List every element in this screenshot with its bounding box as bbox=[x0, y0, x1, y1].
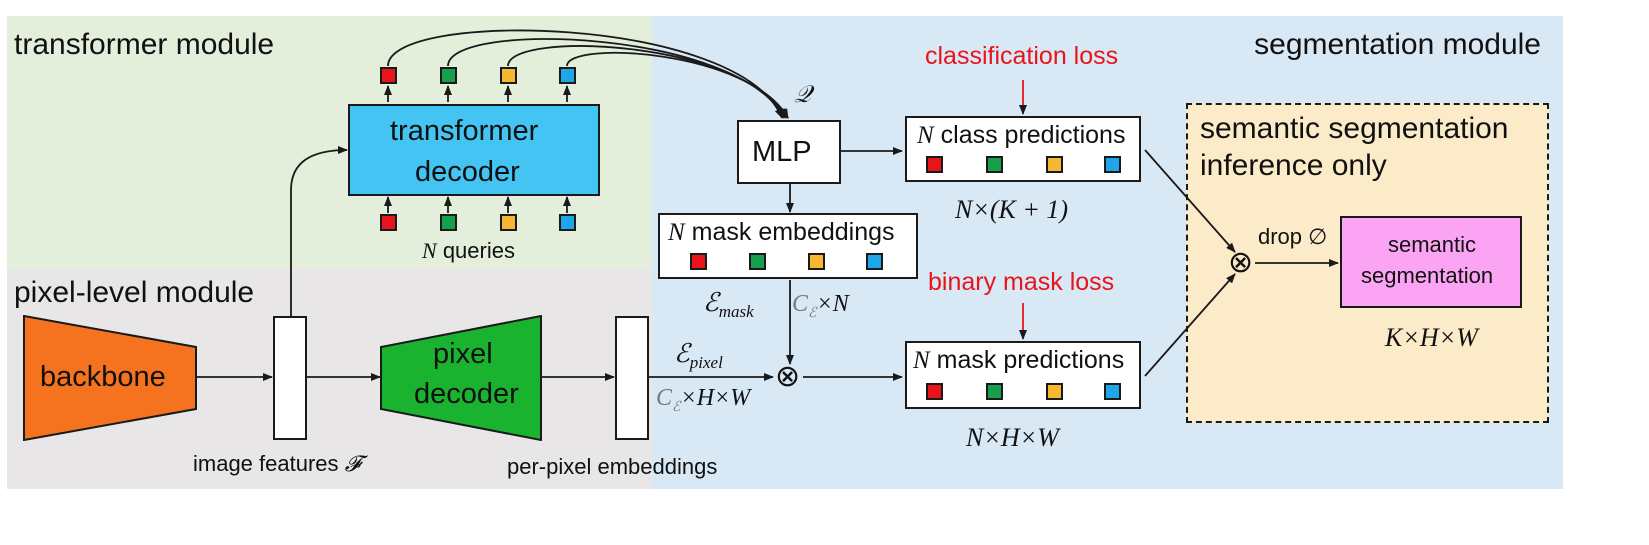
segmentation-module-title: segmentation module bbox=[1254, 28, 1541, 61]
class-predictions-block bbox=[905, 116, 1141, 182]
mlp-label: MLP bbox=[752, 136, 812, 168]
inference-title-line2: inference only bbox=[1200, 149, 1387, 182]
arrow-mask-to-semantic-product bbox=[1144, 273, 1236, 377]
classification-loss-label: classification loss bbox=[925, 42, 1119, 70]
image-features-symbol: 𝓕 bbox=[344, 451, 361, 476]
mask-pred-square-1 bbox=[926, 383, 943, 400]
image-features-block bbox=[273, 316, 307, 440]
transformer-decoder-block bbox=[348, 104, 600, 196]
mask-embedding-square-3 bbox=[808, 253, 825, 270]
mask-pred-square-3 bbox=[1046, 383, 1063, 400]
queries-symbol: N bbox=[422, 238, 437, 263]
mask-pred-square-4 bbox=[1104, 383, 1121, 400]
mask-product-symbol: ⊗ bbox=[775, 360, 801, 393]
query-square-4 bbox=[559, 214, 576, 231]
transformer-decoder-label-2: decoder bbox=[415, 156, 520, 188]
mask-embedding-square-2 bbox=[749, 253, 766, 270]
per-pixel-embeddings-label: per-pixel embeddings bbox=[507, 454, 718, 479]
pixel-decoder-block bbox=[380, 315, 542, 441]
transformer-decoder-label-1: transformer bbox=[390, 115, 539, 147]
query-square-1 bbox=[380, 214, 397, 231]
queries-label: N queries bbox=[422, 238, 515, 263]
mask-pred-square-2 bbox=[986, 383, 1003, 400]
q-symbol: 𝒬 bbox=[794, 82, 812, 108]
mask-embeddings-symbol: N bbox=[668, 219, 685, 246]
binary-mask-loss-label: binary mask loss bbox=[928, 268, 1115, 296]
output-query-square-2 bbox=[440, 67, 457, 84]
pixel-level-module-title: pixel-level module bbox=[14, 276, 255, 309]
mask-predictions-label: N mask predictions bbox=[913, 346, 1125, 374]
class-square-3 bbox=[1046, 156, 1063, 173]
class-predictions-label: N class predictions bbox=[917, 121, 1126, 149]
mask-predictions-block bbox=[905, 341, 1141, 409]
query-square-3 bbox=[500, 214, 517, 231]
semantic-product-symbol: ⊗ bbox=[1228, 246, 1254, 279]
semantic-dim-label: K×H×W bbox=[1385, 323, 1478, 352]
mask-dim-label: N×H×W bbox=[966, 423, 1059, 452]
query-square-2 bbox=[440, 214, 457, 231]
class-square-4 bbox=[1104, 156, 1121, 173]
mask-embedding-square-1 bbox=[690, 253, 707, 270]
class-square-2 bbox=[986, 156, 1003, 173]
query-arc-1 bbox=[387, 29, 783, 119]
backbone-block bbox=[23, 315, 197, 441]
semantic-segmentation-block bbox=[1340, 216, 1522, 308]
e-pixel-label: ℰpixel bbox=[674, 339, 723, 373]
inference-title-line1: semantic segmentation bbox=[1200, 112, 1509, 145]
mask-embeddings-label: N mask embeddings bbox=[668, 218, 895, 246]
class-square-1 bbox=[926, 156, 943, 173]
mlp-block bbox=[737, 120, 841, 184]
pixel-decoder-label-1: pixel bbox=[433, 338, 493, 370]
backbone-label: backbone bbox=[40, 361, 166, 393]
output-query-square-3 bbox=[500, 67, 517, 84]
c-e-n-label: Cℰ×N bbox=[792, 291, 849, 321]
e-mask-label: ℰmask bbox=[703, 288, 754, 322]
arrow-features-to-transformer bbox=[290, 146, 348, 316]
mask-predictions-symbol: N bbox=[913, 347, 930, 374]
semantic-segmentation-label-2: segmentation bbox=[1361, 263, 1494, 288]
mask-embedding-square-4 bbox=[866, 253, 883, 270]
transformer-module-title: transformer module bbox=[14, 28, 275, 61]
class-dim-label: N×(K + 1) bbox=[955, 195, 1069, 224]
output-query-square-4 bbox=[559, 67, 576, 84]
image-features-label: image features 𝓕 bbox=[193, 451, 361, 476]
arrow-class-to-semantic-product bbox=[1144, 149, 1236, 253]
output-query-square-1 bbox=[380, 67, 397, 84]
semantic-segmentation-label-1: semantic bbox=[1388, 232, 1477, 257]
pixel-decoder-label-2: decoder bbox=[414, 378, 519, 410]
query-arc-4 bbox=[566, 51, 789, 119]
c-e-hw-label: Cℰ×H×W bbox=[656, 385, 751, 415]
drop-label: drop ∅ bbox=[1258, 224, 1328, 249]
per-pixel-embeddings-block bbox=[615, 316, 649, 440]
class-predictions-symbol: N bbox=[917, 122, 934, 149]
